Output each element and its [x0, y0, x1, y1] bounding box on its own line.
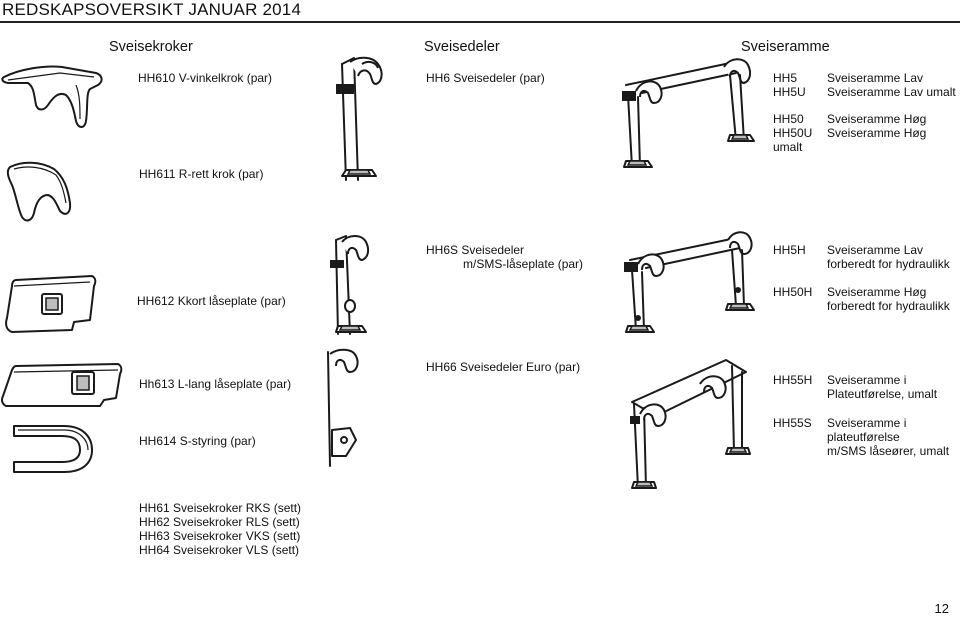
- section-heading-hooks: Sveisekroker: [109, 39, 193, 55]
- frame-desc-hh55h-2: Plateutførelse, umalt: [827, 387, 938, 401]
- frame-desc-hh5u: Sveiseramme Lav umalt: [827, 85, 956, 99]
- frame-code-hh5: HH5: [773, 71, 798, 85]
- frame-code-hh5u: HH5U: [773, 85, 806, 99]
- frame-code-hh5h: HH5H: [773, 243, 806, 257]
- v-angle-hook-illustration: [1, 65, 103, 128]
- label-hh66: HH66 Sveisedeler Euro (par): [426, 360, 581, 374]
- label-hh610: HH610 V-vinkelkrok (par): [138, 71, 273, 85]
- label-hh63-set: HH63 Sveisekroker VKS (sett): [139, 529, 301, 543]
- frame-code-hh55h: HH55H: [773, 373, 813, 387]
- frame-desc-hh55s-2: plateutførelse: [827, 430, 900, 444]
- frame-desc-hh55s-3: m/SMS låseører, umalt: [827, 444, 950, 458]
- long-lock-plate-illustration: [1, 363, 123, 407]
- frame-desc-hh50h-2: forberedt for hydraulikk: [827, 299, 950, 313]
- label-hh64-set: HH64 Sveisekroker VLS (sett): [139, 543, 300, 557]
- straight-hook-illustration: [6, 161, 72, 222]
- frame-desc-hh5: Sveiseramme Lav: [827, 71, 924, 85]
- frame-code-hh50: HH50: [773, 112, 804, 126]
- label-hh614: HH614 S-styring (par): [139, 434, 256, 448]
- label-hh611: HH611 R-rett krok (par): [139, 167, 264, 181]
- page-title: REDSKAPSOVERSIKT JANUAR 2014: [2, 0, 302, 19]
- label-hh62-set: HH62 Sveisekroker RLS (sett): [139, 515, 300, 529]
- label-hh61-set: HH61 Sveisekroker RKS (sett): [139, 501, 302, 515]
- welding-frame-plate-illustration: [630, 359, 751, 489]
- label-hh6s-line1: HH6S Sveisedeler: [426, 243, 525, 257]
- frame-code-hh50h: HH50H: [773, 285, 813, 299]
- frame-code-hh55s: HH55S: [773, 416, 812, 430]
- welding-frame-hydraulic-illustration: [624, 231, 755, 333]
- label-hh6: HH6 Sveisedeler (par): [426, 71, 545, 85]
- welding-frame-low-illustration: [622, 58, 755, 168]
- welding-part-euro-illustration: [327, 348, 359, 467]
- frame-desc-hh55s-1: Sveiseramme i: [827, 416, 907, 430]
- frame-code-hh50u-suffix: umalt: [773, 140, 803, 154]
- frame-desc-hh50: Sveiseramme Høg: [827, 112, 927, 126]
- label-hh613: Hh613 L-lang låseplate (par): [139, 377, 292, 391]
- frame-code-hh50u: HH50U: [773, 126, 813, 140]
- section-heading-parts: Sveisedeler: [424, 39, 500, 55]
- label-hh612: HH612 Kkort låseplate (par): [137, 294, 286, 308]
- short-lock-plate-illustration: [5, 275, 97, 333]
- frame-desc-hh5h-2: forberedt for hydraulikk: [827, 257, 950, 271]
- page-number: 12: [934, 601, 949, 616]
- frame-desc-hh50u: Sveiseramme Høg: [827, 126, 927, 140]
- frame-desc-hh50h-1: Sveiseramme Høg: [827, 285, 927, 299]
- section-heading-frames: Sveiseramme: [741, 39, 830, 55]
- label-hh6s-line2: m/SMS-låseplate (par): [463, 257, 584, 271]
- title-divider: [0, 21, 960, 23]
- s-guide-illustration: [13, 425, 93, 473]
- welding-part-illustration: [336, 56, 383, 181]
- frame-desc-hh5h-1: Sveiseramme Lav: [827, 243, 924, 257]
- welding-part-sms-illustration: [330, 235, 370, 335]
- frame-desc-hh55h-1: Sveiseramme i: [827, 373, 907, 387]
